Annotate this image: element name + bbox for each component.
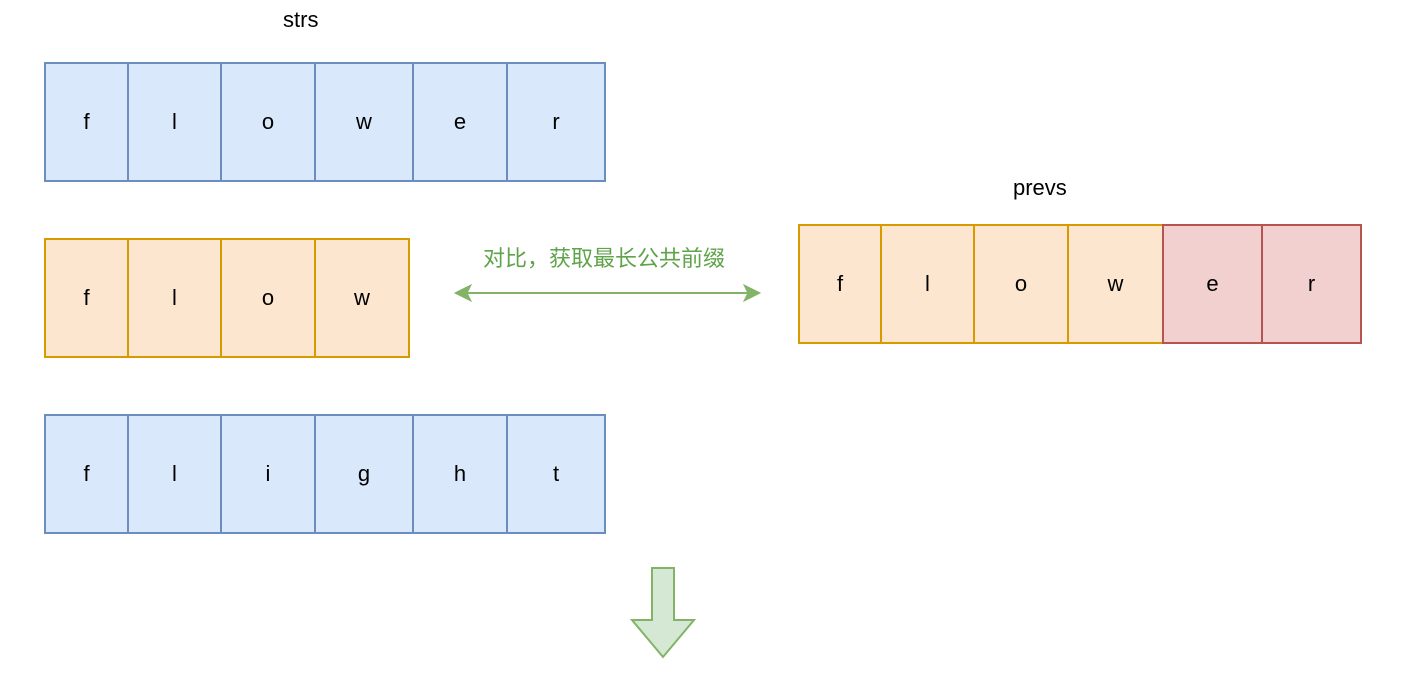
prevs-cell-1: f (798, 224, 882, 344)
strs-row-1-cell-4: w (314, 62, 414, 182)
prevs-cell-6: r (1261, 224, 1362, 344)
strs-row-1-cell-5: e (412, 62, 508, 182)
strs-row-3-cell-3: i (220, 414, 316, 534)
strs-label: strs (283, 7, 319, 32)
strs-row-3: f l i g h t (44, 414, 606, 534)
strs-row-1: f l o w e r (44, 62, 606, 182)
prevs-cell-5: e (1162, 224, 1263, 344)
strs-row-3-cell-6: t (506, 414, 606, 534)
prevs-row: f l o w e r (798, 224, 1362, 344)
strs-row-2-cell-4: w (314, 238, 410, 358)
compare-label: 对比，获取最长公共前缀 (483, 246, 726, 271)
strs-row-2-cell-2: l (127, 238, 222, 358)
strs-row-1-cell-3: o (220, 62, 316, 182)
strs-row-2-cell-3: o (220, 238, 316, 358)
double-arrow-icon (453, 283, 762, 303)
strs-row-3-cell-5: h (412, 414, 508, 534)
prevs-cell-2: l (880, 224, 975, 344)
down-arrow-icon (629, 567, 697, 659)
prevs-cell-3: o (973, 224, 1069, 344)
prevs-label: prevs (1013, 175, 1067, 200)
prevs-cell-4: w (1067, 224, 1164, 344)
strs-row-1-cell-6: r (506, 62, 606, 182)
strs-row-3-cell-1: f (44, 414, 129, 534)
strs-row-2: f l o w (44, 238, 410, 358)
